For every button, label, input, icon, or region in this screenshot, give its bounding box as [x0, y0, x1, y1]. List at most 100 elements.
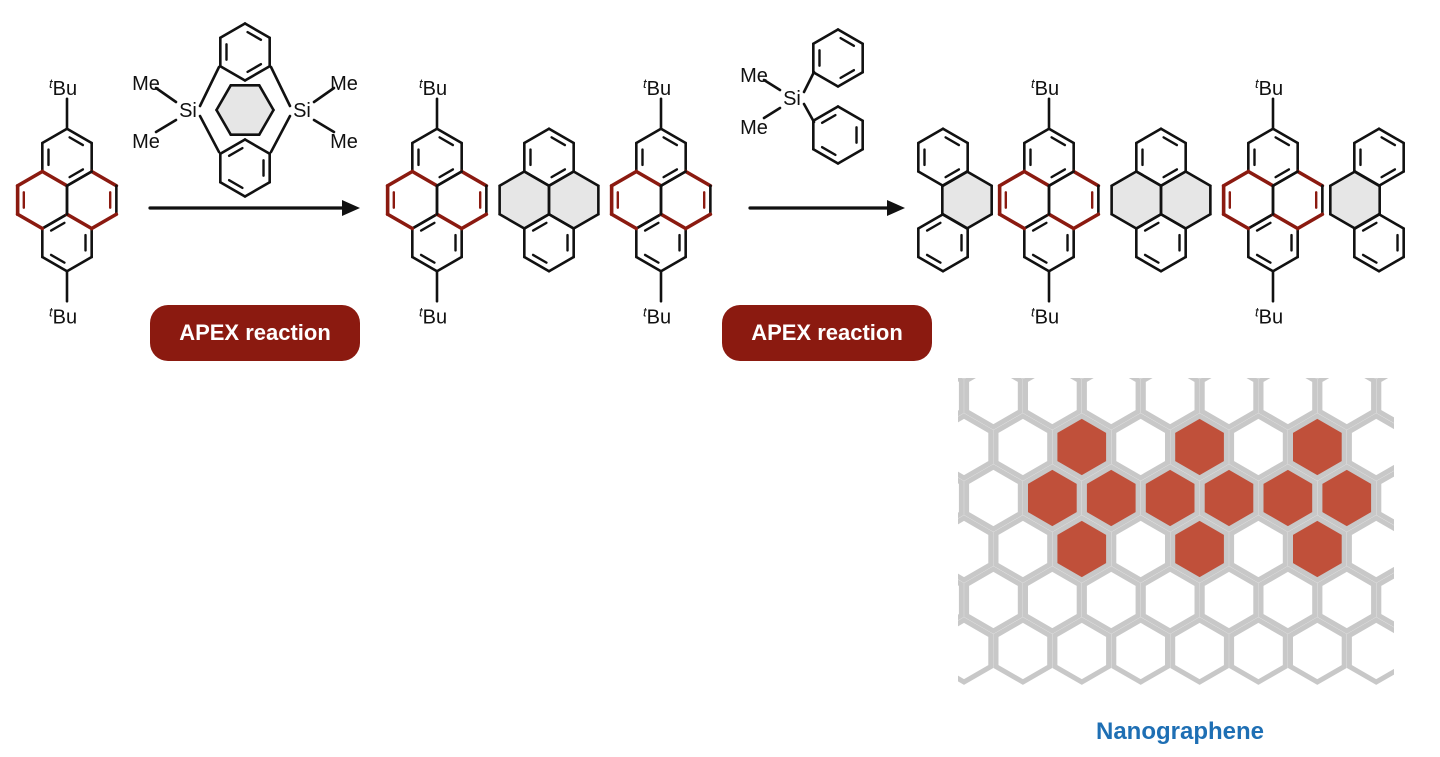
double-bond [925, 221, 942, 232]
bond [1159, 170, 1187, 188]
double-bond [1050, 136, 1067, 147]
double-bond [49, 221, 66, 232]
bond [917, 170, 945, 188]
graphene-cell [1315, 378, 1319, 379]
bond [41, 212, 69, 230]
bond [65, 255, 93, 273]
graphene-cell [1376, 378, 1394, 424]
bond [41, 127, 69, 145]
graphene-cell [1258, 566, 1318, 634]
bond [635, 255, 663, 273]
bond [1135, 212, 1163, 230]
double-bond [944, 168, 961, 179]
bond [1159, 255, 1187, 273]
graphene-cell [993, 413, 1053, 481]
me-label: Me [330, 131, 358, 153]
bond [312, 86, 336, 104]
bond [154, 86, 178, 104]
bond [1047, 127, 1075, 145]
double-bond [820, 113, 837, 125]
bond [523, 170, 551, 188]
double-bond [1143, 221, 1160, 232]
nanographene-caption: Nanographene [1095, 718, 1265, 745]
ring-fill [549, 171, 599, 229]
bond [1247, 212, 1275, 230]
bond [435, 127, 463, 145]
bond [812, 28, 840, 46]
double-bond [1380, 168, 1397, 179]
bond [836, 147, 864, 165]
bond [659, 170, 687, 188]
bond [762, 78, 782, 92]
bond [1023, 212, 1051, 230]
graphene-cell [1081, 566, 1141, 634]
graphene-cell [1229, 413, 1288, 481]
highlight-bond [1295, 169, 1325, 188]
highlight-bond [15, 212, 45, 231]
graphene-cell [958, 515, 994, 583]
highlight-bond [15, 169, 45, 188]
nanographene-cell [1317, 464, 1377, 532]
bond [65, 170, 93, 188]
bond [523, 255, 551, 273]
graphene-cell [1023, 566, 1082, 634]
highlight-bond [1071, 169, 1101, 188]
double-bond [1031, 221, 1048, 232]
graphene-cell [1170, 617, 1229, 685]
double-bond [944, 136, 961, 147]
double-bond [68, 168, 85, 179]
double-bond [531, 253, 548, 264]
highlight-bond [1295, 212, 1325, 231]
highlight-bond [385, 212, 415, 231]
tbu-label: tBu [1255, 76, 1283, 100]
highlight-bond [1071, 212, 1101, 231]
graphene-cell [1317, 378, 1377, 430]
bond [1271, 127, 1299, 145]
tbu-label: tBu [419, 304, 447, 328]
ring-fill [216, 85, 274, 135]
graphene-cell [958, 378, 964, 417]
double-bond [550, 168, 567, 179]
double-bond [1380, 136, 1397, 147]
graphene-cell [962, 378, 966, 379]
graphene-cell [993, 515, 1053, 583]
bond [1377, 127, 1405, 145]
nanographene-cell [1288, 413, 1347, 481]
double-bond [246, 62, 263, 74]
graphene-cell [964, 378, 1023, 430]
bond [219, 138, 247, 156]
highlight-bond [459, 169, 489, 188]
graphene-cell [1139, 378, 1143, 379]
double-bond [227, 146, 244, 158]
highlight-bond [1246, 169, 1275, 188]
double-bond [662, 136, 679, 147]
highlight-bond [683, 169, 713, 188]
highlight-bond [410, 169, 439, 188]
bond [243, 138, 271, 156]
graphene-cell [878, 518, 932, 580]
highlight-bond [609, 212, 639, 231]
graphene-cell [1111, 413, 1170, 481]
bond [635, 127, 663, 145]
graphene-cell [1408, 518, 1440, 580]
bond [219, 180, 247, 198]
double-bond [925, 253, 942, 264]
bond [965, 212, 993, 230]
double-bond [550, 136, 567, 147]
bond [312, 118, 336, 134]
graphene-cell [1199, 566, 1259, 634]
bond [1184, 212, 1212, 230]
me-label: Me [740, 117, 768, 139]
graphene-cell [1408, 314, 1440, 376]
bond [1159, 212, 1187, 230]
nanographene-grid [878, 314, 1440, 685]
double-bond [1361, 253, 1378, 264]
nanographene-cell [1140, 464, 1200, 532]
bond [1047, 170, 1075, 188]
bond [762, 106, 782, 120]
bond [572, 212, 600, 230]
arrowhead [342, 200, 360, 216]
double-bond [643, 253, 660, 264]
bond [1353, 170, 1381, 188]
